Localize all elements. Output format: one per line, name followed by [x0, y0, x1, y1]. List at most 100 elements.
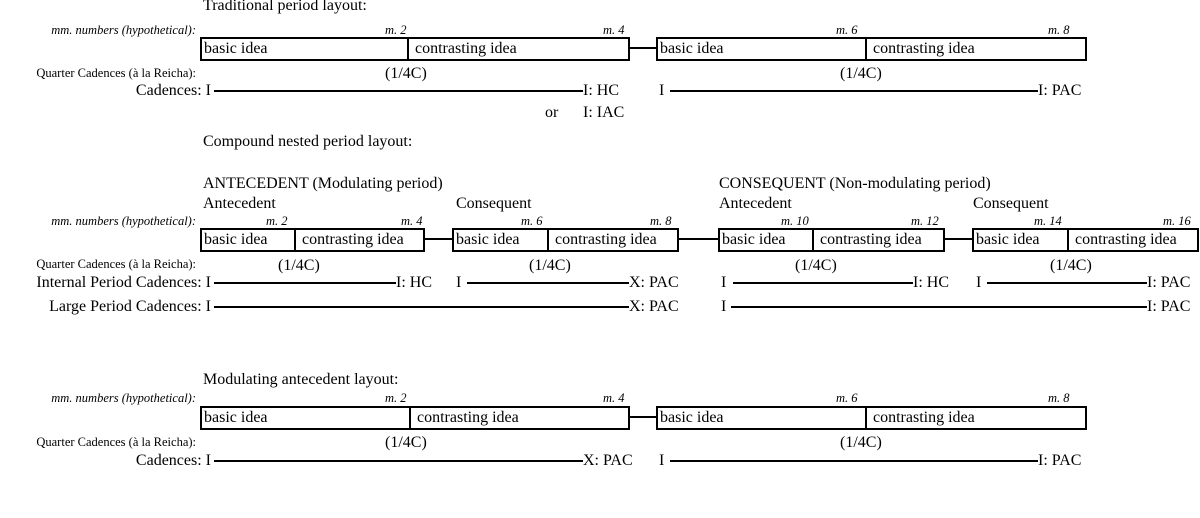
cadence-label-modulating-pac: X: PAC	[583, 452, 633, 469]
group-title-consequent: CONSEQUENT (Non-modulating period)	[719, 175, 991, 192]
quarter-cadence-mark: (1/4C)	[529, 257, 571, 274]
traditional-title: Traditional period layout:	[203, 0, 367, 14]
measure-label: m. 4	[603, 391, 625, 405]
basic-idea-cell: basic idea	[204, 40, 268, 57]
contrasting-idea-cell: contrasting idea	[294, 230, 423, 250]
cadence-line	[214, 282, 396, 284]
quarter-cadence-mark: (1/4C)	[840, 434, 882, 451]
contrasting-idea-cell: contrasting idea	[812, 230, 943, 250]
mm-numbers-label: mm. numbers (hypothetical):	[51, 23, 196, 37]
large-period-cadences-label: Large Period Cadences: I	[49, 298, 211, 315]
sub-label-antecedent: Antecedent	[719, 195, 792, 212]
cadence-label: I: HC	[913, 274, 949, 291]
sub-label-consequent: Consequent	[456, 195, 532, 212]
cadence-label: X: PAC	[629, 298, 679, 315]
phrase-connector	[945, 238, 973, 240]
cadence-line	[733, 282, 913, 284]
phrase-box-antecedent: basic idea contrasting idea	[200, 37, 630, 61]
measure-label: m. 6	[836, 23, 858, 37]
cadence-label-pac: I: PAC	[1038, 82, 1082, 99]
measure-label: m. 8	[1048, 23, 1070, 37]
measure-label: m. 14	[1034, 214, 1062, 228]
tonic-start: I	[721, 274, 727, 291]
measure-label: m. 12	[911, 214, 939, 228]
measure-label: m. 6	[836, 391, 858, 405]
measure-label: m. 2	[385, 391, 407, 405]
quarter-cadence-mark: (1/4C)	[795, 257, 837, 274]
cadences-label: Cadences: I	[135, 452, 211, 469]
contrasting-idea-cell: contrasting idea	[865, 39, 1085, 59]
tonic-start: I	[721, 298, 727, 315]
quarter-cadence-mark: (1/4C)	[840, 65, 882, 82]
basic-idea-cell: basic idea	[976, 231, 1040, 248]
contrasting-idea-cell: contrasting idea	[865, 408, 1085, 428]
cadence-line	[214, 90, 583, 92]
measure-label: m. 6	[521, 214, 543, 228]
quarter-cadence-mark: (1/4C)	[385, 65, 427, 82]
cadence-label-hc: I: HC	[583, 82, 619, 99]
contrasting-idea-cell: contrasting idea	[1067, 230, 1197, 250]
cadence-label: I: PAC	[1147, 298, 1191, 315]
phrase-box-consequent: basic idea contrasting idea	[656, 37, 1087, 61]
contrasting-idea-cell: contrasting idea	[547, 230, 677, 250]
quarter-cadence-mark: (1/4C)	[278, 257, 320, 274]
phrase-connector	[679, 238, 719, 240]
tonic-start: I	[456, 274, 462, 291]
cadence-label: I: HC	[396, 274, 432, 291]
basic-idea-cell: basic idea	[204, 409, 268, 426]
phrase-box-1: basic idea contrasting idea	[200, 228, 425, 252]
phrase-box-consequent: basic idea contrasting idea	[656, 406, 1087, 430]
phrase-box-2: basic idea contrasting idea	[452, 228, 679, 252]
measure-label: m. 16	[1163, 214, 1191, 228]
compound-title: Compound nested period layout:	[203, 133, 413, 150]
cadences-label: Cadences: I	[135, 82, 211, 99]
phrase-box-3: basic idea contrasting idea	[718, 228, 945, 252]
tonic-start: I	[659, 452, 665, 469]
measure-label: m. 4	[401, 214, 423, 228]
tonic-start: I	[976, 274, 982, 291]
cadence-label-iac: I: IAC	[583, 104, 625, 121]
cadence-label: I: PAC	[1147, 274, 1191, 291]
quarter-cadence-mark: (1/4C)	[1050, 257, 1092, 274]
internal-period-cadences-label: Internal Period Cadences: I	[36, 274, 211, 291]
measure-label: m. 8	[650, 214, 672, 228]
cadence-line	[987, 282, 1147, 284]
cadence-label-pac: I: PAC	[1038, 452, 1082, 469]
mm-numbers-label: mm. numbers (hypothetical):	[51, 214, 196, 228]
cadence-line	[670, 90, 1038, 92]
contrasting-idea-cell: contrasting idea	[407, 39, 628, 59]
cadence-line	[214, 306, 629, 308]
group-title-antecedent: ANTECEDENT (Modulating period)	[203, 175, 443, 192]
measure-label: m. 4	[603, 23, 625, 37]
contrasting-idea-cell: contrasting idea	[409, 408, 628, 428]
phrase-connector	[630, 47, 657, 49]
mm-numbers-label: mm. numbers (hypothetical):	[51, 391, 196, 405]
alternative-or: or	[545, 104, 559, 121]
cadence-line	[467, 282, 629, 284]
cadence-line	[214, 460, 583, 462]
measure-label: m. 8	[1048, 391, 1070, 405]
quarter-cadences-label: Quarter Cadences (à la Reicha):	[36, 257, 196, 271]
tonic-start: I	[659, 82, 665, 99]
basic-idea-cell: basic idea	[456, 231, 520, 248]
cadence-label: X: PAC	[629, 274, 679, 291]
modulating-title: Modulating antecedent layout:	[203, 371, 399, 388]
cadence-line	[670, 460, 1038, 462]
basic-idea-cell: basic idea	[660, 409, 724, 426]
phrase-connector	[630, 416, 657, 418]
quarter-cadence-mark: (1/4C)	[385, 434, 427, 451]
phrase-box-antecedent: basic idea contrasting idea	[200, 406, 630, 430]
measure-label: m. 10	[781, 214, 809, 228]
measure-label: m. 2	[385, 23, 407, 37]
sub-label-consequent: Consequent	[973, 195, 1049, 212]
phrase-connector	[425, 238, 452, 240]
basic-idea-cell: basic idea	[722, 231, 786, 248]
measure-label: m. 2	[266, 214, 288, 228]
phrase-box-4: basic idea contrasting idea	[972, 228, 1199, 252]
sub-label-antecedent: Antecedent	[203, 195, 276, 212]
cadence-line	[731, 306, 1147, 308]
basic-idea-cell: basic idea	[204, 231, 268, 248]
quarter-cadences-label: Quarter Cadences (à la Reicha):	[36, 66, 196, 80]
basic-idea-cell: basic idea	[660, 40, 724, 57]
quarter-cadences-label: Quarter Cadences (à la Reicha):	[36, 435, 196, 449]
